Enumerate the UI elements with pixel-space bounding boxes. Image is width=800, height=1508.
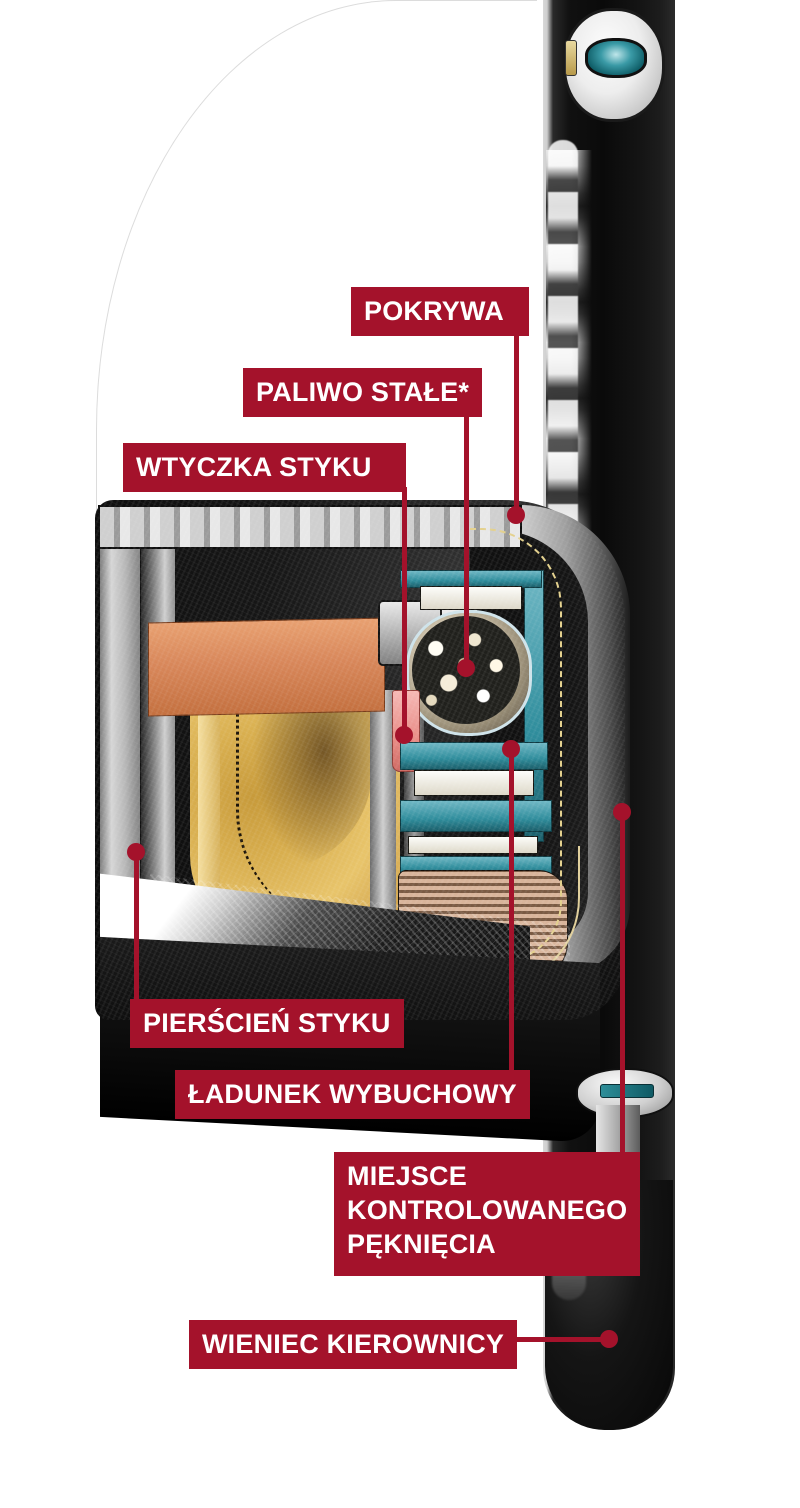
leader-line-wtyczka-styku	[401, 487, 407, 735]
leader-dot-pokrywa	[507, 506, 525, 524]
inflator-coil-cut-edge	[236, 700, 389, 930]
callout-label-paliwo-stale: PALIWO STAŁE*	[243, 368, 483, 418]
callout-label-miejsce-kontrolowanego-pekniecia: MIEJSCE KONTROLOWANEGO PĘKNIĘCIA	[334, 1152, 641, 1276]
leader-dot-paliwo-stale	[457, 659, 475, 677]
leader-dot-ladunek-wybuchowy	[502, 740, 520, 758]
teal-frame-mid	[400, 742, 548, 770]
module-top-rail	[98, 505, 522, 549]
callout-label-ladunek-wybuchowy: ŁADUNEK WYBUCHOWY	[175, 1070, 530, 1120]
leader-dot-miejsce-kontrolowanego-pekniecia	[613, 803, 631, 821]
callout-label-wtyczka-styku: WTYCZKA STYKU	[123, 443, 406, 493]
leader-line-pierscien-styku	[133, 852, 139, 999]
contact-ring-flange-inner	[140, 520, 176, 942]
hub-cap-center	[585, 38, 647, 78]
inflator-coil-highlight	[198, 712, 220, 938]
callout-label-pokrywa: POKRYWA	[351, 287, 529, 337]
leader-line-wieniec-kierownicy	[507, 1336, 609, 1342]
module-surface-grain	[95, 500, 625, 1020]
leader-dot-pierscien-styku	[127, 843, 145, 861]
leader-line-pokrywa	[513, 331, 519, 515]
leader-dot-wtyczka-styku	[395, 726, 413, 744]
leader-dot-wieniec-kierownicy	[600, 1330, 618, 1348]
callout-label-pierscien-styku: PIERŚCIEŃ STYKU	[130, 999, 404, 1049]
housing-rib-outer	[370, 690, 396, 940]
inner-plate-mid	[414, 770, 534, 796]
mounting-boss-slot	[600, 1084, 654, 1098]
hub-cap-notch	[565, 40, 577, 76]
leader-line-miejsce-kontrolowanego-pekniecia	[619, 812, 625, 1152]
callout-label-wieniec-kierownicy: WIENIEC KIEROWNICY	[189, 1320, 518, 1370]
teal-frame-lower	[400, 800, 552, 832]
leader-line-paliwo-stale	[463, 412, 469, 668]
leader-line-ladunek-wybuchowy	[508, 749, 514, 1070]
